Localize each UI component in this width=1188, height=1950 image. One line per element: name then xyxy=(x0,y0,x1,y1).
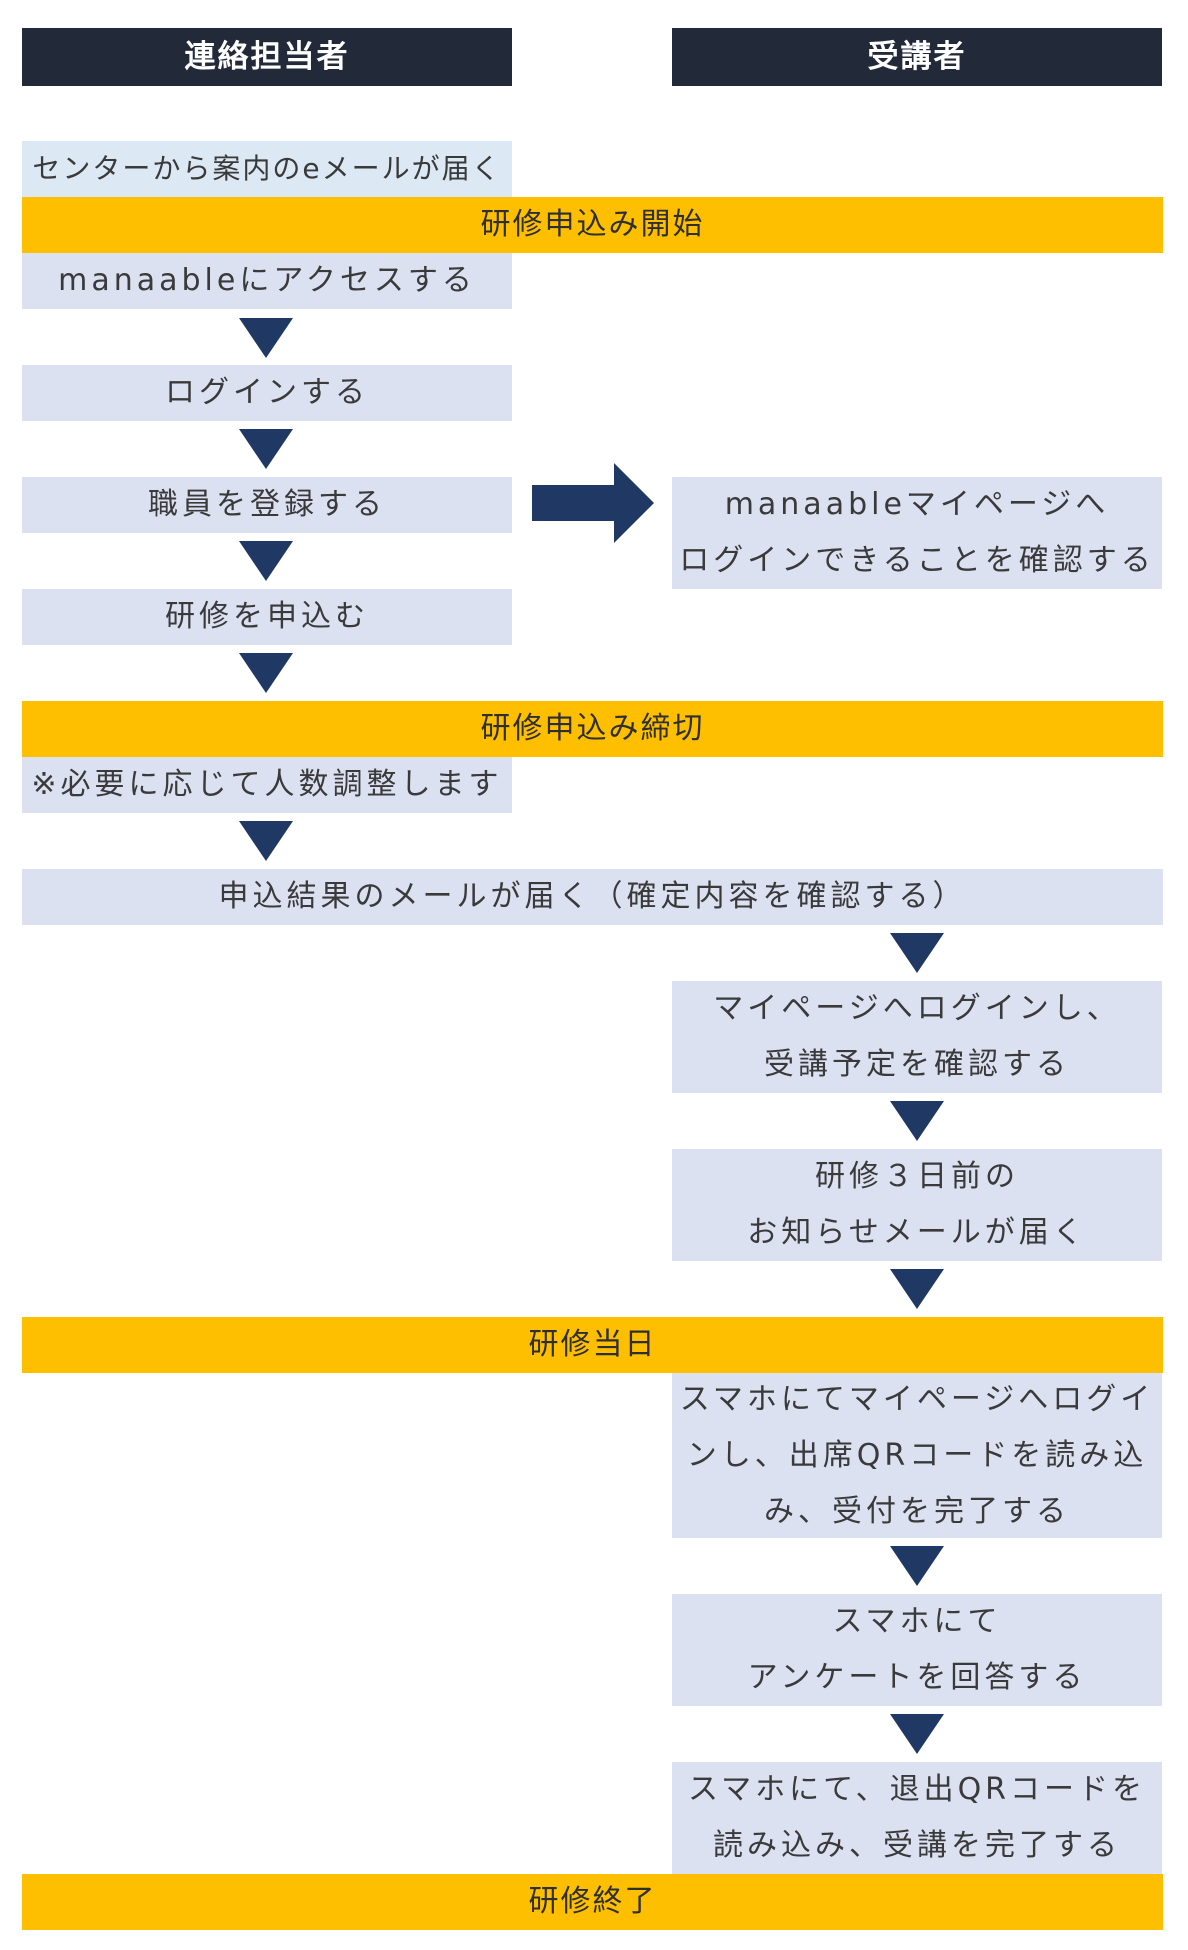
down-triangle-icon xyxy=(890,933,944,973)
down-triangle-icon xyxy=(890,1269,944,1309)
step-checkout-qr: スマホにて、退出QRコードを 読み込み、受講を完了する xyxy=(672,1762,1162,1874)
step-register-staff: 職員を登録する xyxy=(22,477,512,533)
step-confirm-login: manaableマイページへ ログインできることを確認する xyxy=(672,477,1162,589)
phase-application-start: 研修申込み開始 xyxy=(22,197,1163,253)
down-triangle-icon xyxy=(890,1714,944,1754)
down-triangle-icon xyxy=(239,541,293,581)
phase-training-end: 研修終了 xyxy=(22,1874,1163,1930)
step-check-schedule: マイページへログインし、 受講予定を確認する xyxy=(672,981,1162,1093)
down-triangle-icon xyxy=(239,821,293,861)
step-result-mail: 申込結果のメールが届く（確定内容を確認する） xyxy=(22,869,1163,925)
step-apply-training: 研修を申込む xyxy=(22,589,512,645)
header-contact-person: 連絡担当者 xyxy=(22,28,512,86)
step-adjust-headcount: ※必要に応じて人数調整します xyxy=(22,757,512,813)
phase-application-close: 研修申込み締切 xyxy=(22,701,1163,757)
step-survey: スマホにて アンケートを回答する xyxy=(672,1594,1162,1706)
down-triangle-icon xyxy=(890,1101,944,1141)
step-reminder-mail: 研修３日前の お知らせメールが届く xyxy=(672,1149,1162,1261)
header-trainee: 受講者 xyxy=(672,28,1162,86)
down-triangle-icon xyxy=(890,1546,944,1586)
down-triangle-icon xyxy=(239,653,293,693)
step-checkin-qr: スマホにてマイページへログイ ンし、出席QRコードを読み込 み、受付を完了する xyxy=(672,1373,1162,1538)
down-triangle-icon xyxy=(239,429,293,469)
step-login: ログインする xyxy=(22,365,512,421)
step-mail-notice: センターから案内のeメールが届く xyxy=(22,141,512,197)
right-arrow-icon xyxy=(532,463,654,543)
step-access-manaable: manaableにアクセスする xyxy=(22,253,512,309)
phase-training-day: 研修当日 xyxy=(22,1317,1163,1373)
down-triangle-icon xyxy=(239,318,293,358)
